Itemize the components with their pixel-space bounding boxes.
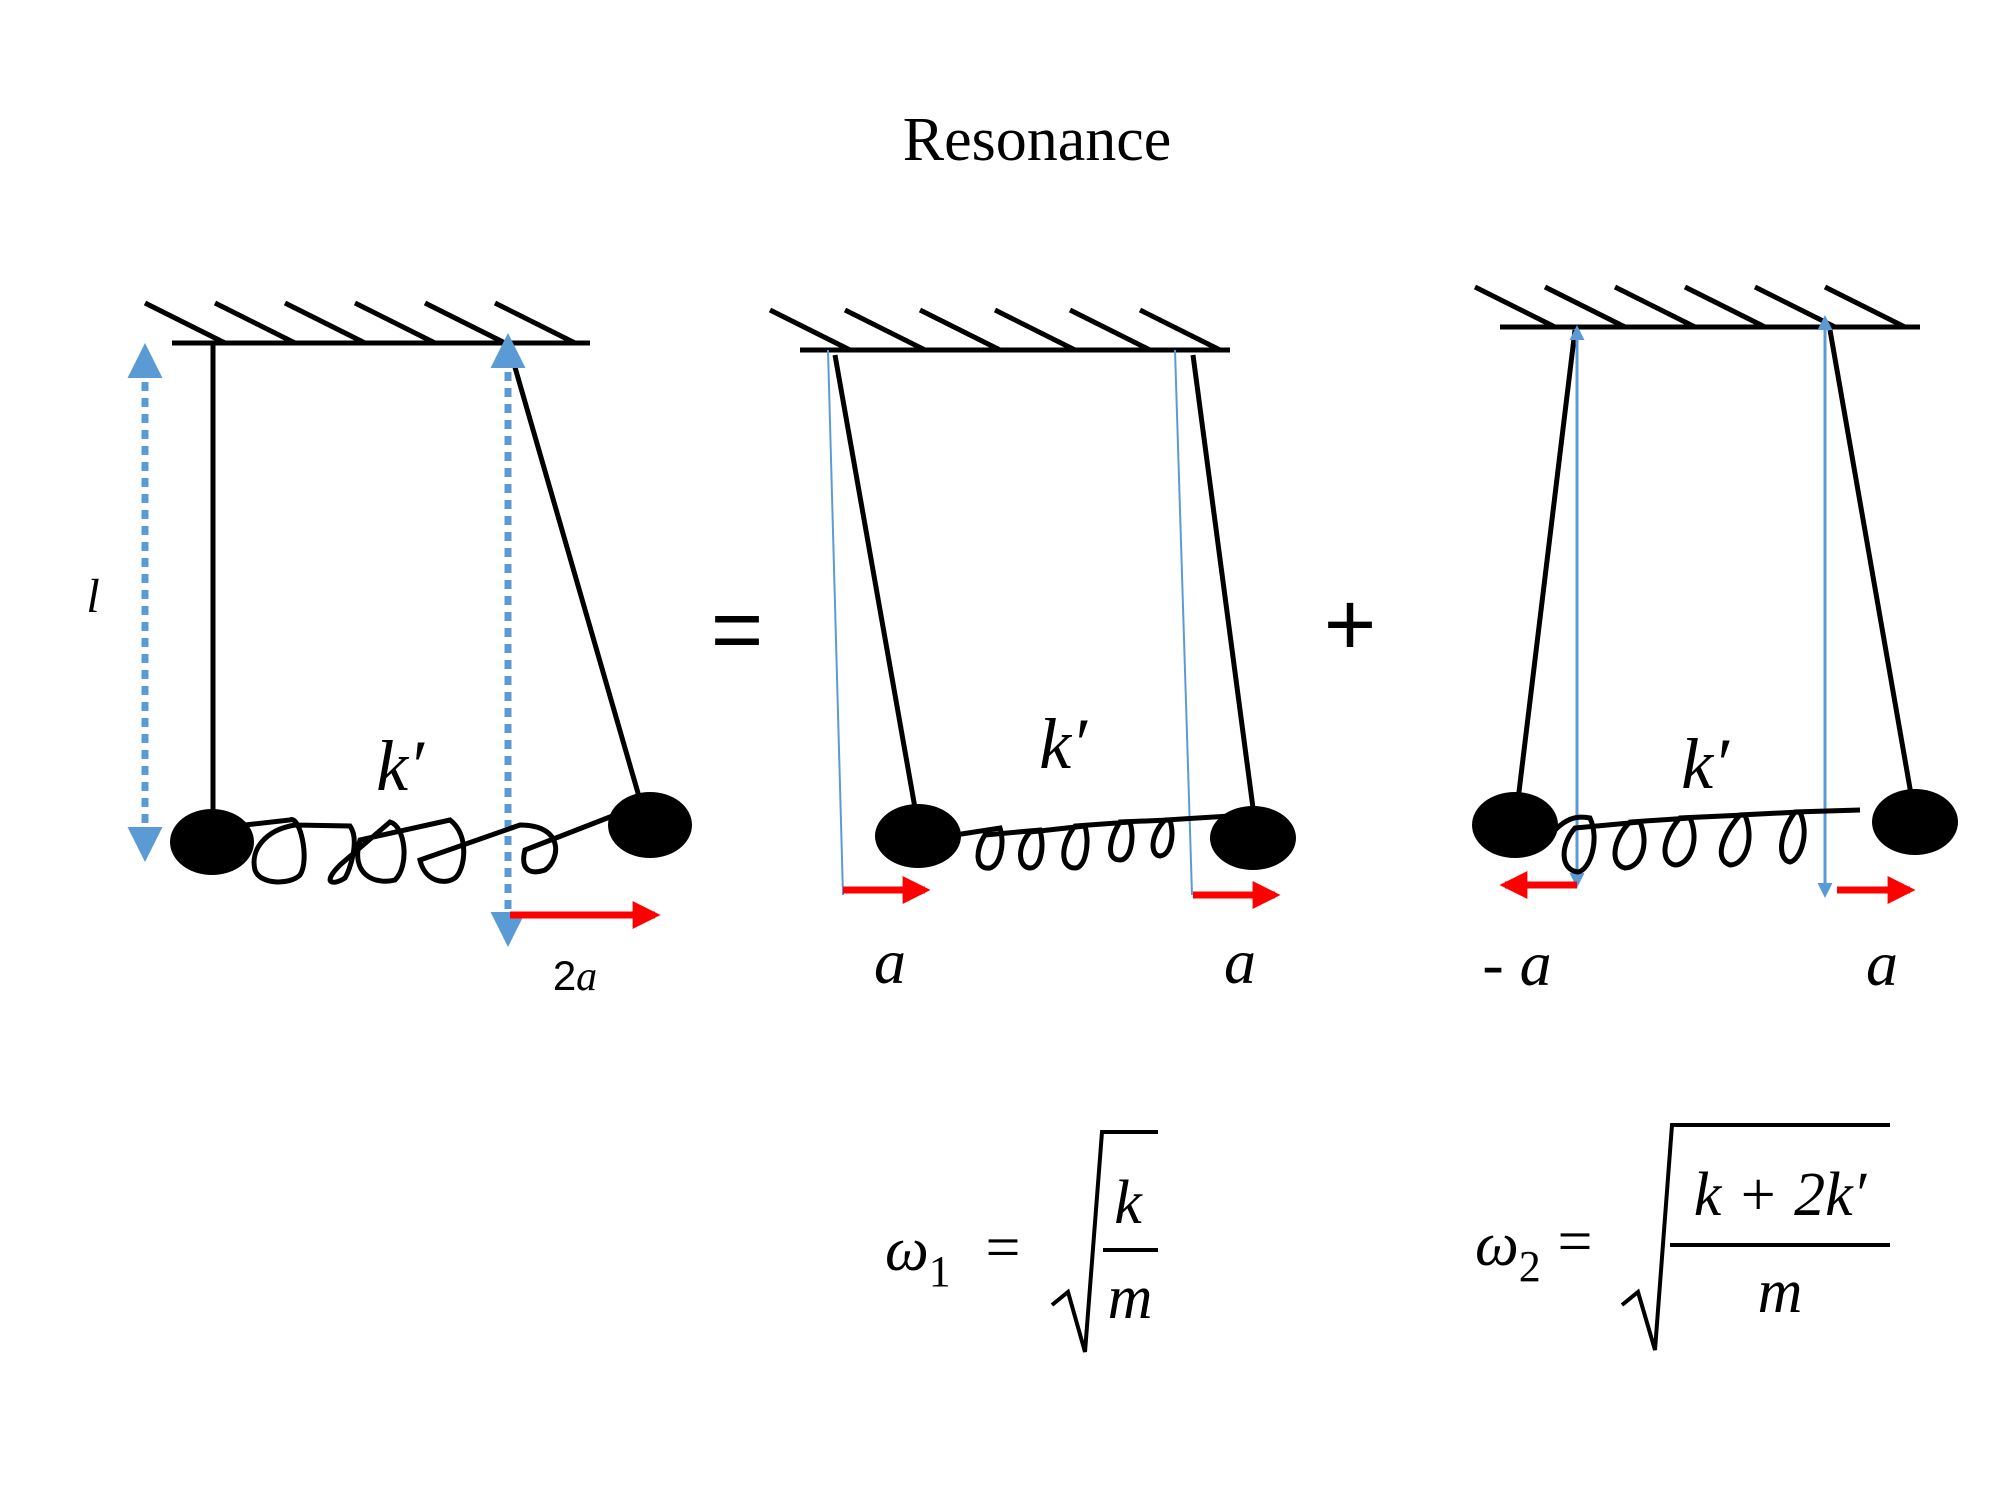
ceiling-left: [143, 300, 590, 346]
omega2-numerator: k + 2k′: [1694, 1161, 1868, 1229]
vertical-reference-middle-2: [1174, 349, 1193, 896]
displacement-label-middle-2: a: [1224, 926, 1256, 997]
omega2-denominator: m: [1758, 1258, 1803, 1326]
spring-constant-label-right: k′: [1681, 724, 1730, 804]
string-middle-2: [1190, 354, 1256, 809]
omega1-equals: =: [986, 1214, 1021, 1282]
vertical-reference-middle-1: [827, 349, 844, 896]
omega1-numerator: k: [1114, 1169, 1143, 1237]
spring-left: [244, 812, 616, 885]
page-title: Resonance: [903, 106, 1172, 174]
mass-right-2: [1872, 789, 1958, 855]
displacement-label-right-2: a: [1866, 928, 1898, 999]
omega2-subscript: 2: [1519, 1242, 1541, 1291]
string-right-1: [1515, 329, 1578, 801]
mass-left-2: [608, 792, 692, 858]
string-left-2: [507, 349, 643, 801]
spring-constant-label-left: k′: [376, 726, 425, 806]
omega2-letter: ω: [1475, 1211, 1519, 1279]
omega1-denominator: m: [1108, 1264, 1153, 1332]
omega1-radical: [1050, 1130, 1158, 1353]
ceiling-middle: [768, 307, 1230, 353]
panel-right: k′ - a a: [1472, 284, 1958, 999]
string-right-2: [1827, 329, 1915, 801]
ceiling-right: [1473, 284, 1920, 330]
omega2-equals: =: [1558, 1208, 1593, 1276]
omega1-subscript: 1: [929, 1247, 951, 1296]
mass-right-1: [1472, 792, 1558, 858]
spring-constant-label-middle: k′: [1039, 704, 1088, 784]
string-middle-1: [832, 354, 918, 809]
mass-left-1: [170, 809, 254, 875]
displacement-label-left: 2a: [553, 952, 597, 1000]
formula-omega2: ω2 = k + 2k′ m: [1475, 1123, 1890, 1351]
mass-middle-2: [1210, 806, 1296, 870]
omega1-symbol: ω1: [885, 1216, 951, 1296]
omega2-symbol: ω2: [1475, 1211, 1541, 1291]
displacement-variable: a: [576, 954, 597, 1000]
equals-operator: =: [711, 580, 764, 680]
spring-middle: [954, 813, 1231, 871]
length-label: l: [86, 570, 99, 623]
plus-operator: +: [1324, 575, 1377, 675]
displacement-coefficient: 2: [553, 952, 576, 999]
omega1-letter: ω: [885, 1216, 929, 1284]
spring-right: [1553, 807, 1861, 875]
displacement-label-right-1: - a: [1482, 928, 1551, 999]
omega2-radical: [1620, 1123, 1890, 1351]
formula-omega1: ω1 = k m: [885, 1130, 1158, 1353]
displacement-label-middle-1: a: [874, 926, 906, 997]
panel-middle: k′ a a: [768, 307, 1296, 997]
mass-middle-1: [875, 804, 961, 868]
panel-left: k′ l 2a: [86, 300, 692, 1000]
